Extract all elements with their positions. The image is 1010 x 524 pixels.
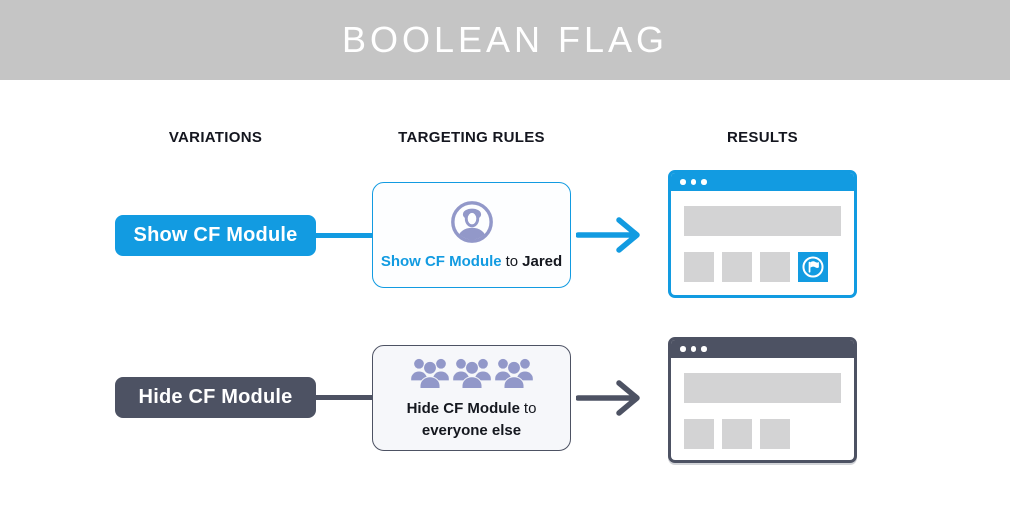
variation-pill-show-cf-module: Show CF Module xyxy=(115,215,316,256)
content-placeholder-row xyxy=(684,252,841,282)
variation-pill-hide-cf-module: Hide CF Module xyxy=(115,377,316,418)
content-placeholder-row xyxy=(684,419,841,449)
placeholder-block xyxy=(684,419,714,449)
cf-module-tile xyxy=(798,252,828,282)
window-dot-icon xyxy=(680,346,686,352)
column-header-variations: VARIATIONS xyxy=(168,129,263,146)
window-dot-icon xyxy=(701,179,707,185)
rule-text-hide-line1: Hide CF Module to xyxy=(407,399,537,419)
placeholder-block xyxy=(760,419,790,449)
window-dot-icon xyxy=(690,346,696,352)
column-header-results: RESULTS xyxy=(727,129,798,146)
rule-action: Hide CF Module xyxy=(406,400,520,417)
arrow-right-icon xyxy=(576,380,640,416)
result-browser-hide xyxy=(668,337,857,463)
rule-target: everyone else xyxy=(421,422,522,439)
rule-action: Show CF Module xyxy=(380,252,502,270)
diagram-title: BOOLEAN FLAG xyxy=(341,19,669,60)
window-dot-icon xyxy=(690,179,696,185)
connector-line-show xyxy=(314,233,374,238)
rule-text-show: Show CF Module to Jared xyxy=(381,252,562,272)
user-circle-icon xyxy=(450,200,493,243)
targeting-rule-card-show: Show CF Module to Jared xyxy=(372,182,571,288)
content-placeholder-banner xyxy=(684,373,841,403)
placeholder-block xyxy=(760,252,790,282)
placeholder-block xyxy=(722,419,752,449)
result-browser-show xyxy=(668,170,857,298)
rule-connector: to xyxy=(523,400,537,417)
rule-text-hide-line2: everyone else xyxy=(422,421,521,441)
banner: BOOLEAN FLAG xyxy=(0,0,1010,80)
content-placeholder-banner xyxy=(684,206,841,236)
connector-line-hide xyxy=(314,395,374,400)
column-header-targeting-rules: TARGETING RULES xyxy=(398,129,545,146)
targeting-rule-card-hide: Hide CF Module to everyone else xyxy=(372,345,571,451)
window-dot-icon xyxy=(701,346,707,352)
flag-circle-icon xyxy=(802,256,824,278)
window-dot-icon xyxy=(680,179,686,185)
users-crowd-icon xyxy=(410,358,533,389)
rule-target: Jared xyxy=(522,252,563,270)
placeholder-block xyxy=(684,252,714,282)
browser-titlebar xyxy=(671,173,854,191)
rule-connector: to xyxy=(505,252,519,270)
arrow-right-icon xyxy=(576,217,640,253)
placeholder-block xyxy=(722,252,752,282)
browser-titlebar xyxy=(671,340,854,358)
